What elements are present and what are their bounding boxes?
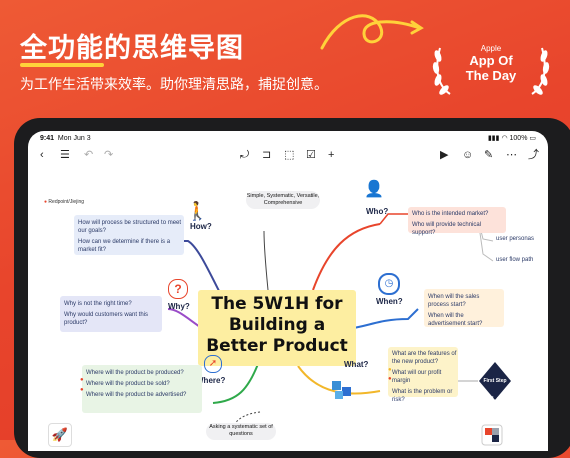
cellular-icon: ▮▮▮ [487,135,500,142]
where-box[interactable] [82,365,202,413]
decorative-swirl-icon [320,14,424,50]
promo-title-highlight: 全功能 [20,33,104,64]
central-topic-box[interactable] [198,290,356,366]
how-label[interactable]: How? [190,222,212,231]
question-mark-icon: ? [168,279,188,299]
why-item[interactable]: Why would customers want this product? [64,312,149,326]
where-label[interactable]: Where? [196,376,226,385]
who-item[interactable]: Who will provide technical support? [412,222,482,236]
what-item[interactable]: What are the features of the new product… [392,351,457,365]
battery-icon: ▭ [529,135,536,142]
emoji-icon[interactable]: ☺ [462,149,474,161]
why-box[interactable] [60,296,162,332]
red-dot-icon: ● [388,376,392,382]
when-item[interactable]: When will the sales process start? [428,294,480,308]
what-items: What are the features of the new product… [392,350,458,407]
wifi-icon: ◠ [501,135,508,142]
status-date: Mon Jun 3 [57,135,91,142]
where-item[interactable]: Where will the product be produced? [86,370,184,376]
watermark-text: 蜘蛛头 [470,396,524,416]
who-box[interactable] [408,207,506,233]
what-item[interactable]: What is the problem or risk? [392,389,453,403]
redo-icon[interactable]: ↷ [104,149,114,161]
cubes-icon [332,381,351,399]
bottom-callout[interactable]: Asking a systematic set of questions [206,423,276,440]
what-box[interactable] [388,347,458,397]
where-item[interactable]: Where will the product be advertised? [86,392,187,398]
what-label[interactable]: What? [344,360,369,369]
compass-icon: ➚ [204,355,222,373]
person-icon: 👤 [364,181,384,198]
add-icon[interactable]: + [328,149,335,161]
source-tag: ● Redpoint/Jiejing [44,199,84,205]
connect-icon[interactable]: ⤾ [240,149,250,161]
promo-title: 全功能的思维导图 [20,26,244,65]
hiker-icon: 🚶 [186,201,209,221]
award-brand-label: Apple [480,44,502,53]
when-label[interactable]: When? [376,297,403,306]
promo-title-rest: 的思维导图 [104,33,244,64]
where-item[interactable]: Where will the product be sold? [86,381,170,387]
how-box[interactable] [74,215,184,255]
promo-subtitle: 为工作生活带来效率。助你理清思路，捕捉创意。 [20,77,328,93]
award-line2: The Day [465,68,517,83]
who-items: Who is the intended market? Who will pro… [412,210,506,240]
when-box[interactable] [424,289,504,327]
red-dot-icon: ● [80,377,84,383]
why-label[interactable]: Why? [168,302,190,311]
when-item[interactable]: When will the advertisement start? [428,313,483,327]
share-icon[interactable]: ⤴ [528,149,539,161]
why-items: Why is not the right time? Why would cus… [64,300,160,330]
more-icon[interactable]: ⋯ [506,149,517,161]
yellow-dot-icon: ● [388,367,392,373]
status-bar-left: 9:41 Mon Jun 3 [40,135,91,142]
app-of-the-day-badge: Apple App Of The Day [432,42,550,98]
who-side-flow[interactable]: user flow path [496,257,534,263]
award-line1: App Of [469,53,513,68]
central-topic-line1: The 5W1H for [211,294,343,314]
central-topic-line2: Building a [228,315,326,335]
laurel-left-icon [432,47,451,95]
first-step-diamond-icon [479,362,511,400]
rocket-icon: 🚀 [48,423,72,447]
checkbox-task-icon[interactable]: ☑ [306,149,316,161]
toolbar: ‹ ☰ ↶ ↷ ⤾ ⊐ ⬚ ☑ + ▶ ☺ ✎ ⋯ ⤴ [28,146,548,166]
record-dot-icon: ● [44,199,48,205]
when-items: When will the sales process start? When … [428,293,502,331]
brush-icon[interactable]: ✎ [484,149,494,161]
how-item[interactable]: How will process be structured to meet o… [78,220,182,234]
why-item[interactable]: Why is not the right time? [64,301,132,307]
who-label[interactable]: Who? [366,207,389,216]
central-topic-line3: Better Product [206,336,348,356]
how-item[interactable]: How can we determine if there is a marke… [78,239,171,253]
how-items: How will process be structured to meet o… [78,219,182,257]
undo-icon[interactable]: ↶ [84,149,94,161]
first-step-badge[interactable]: First Step [483,378,507,384]
clock-icon: ◷ [378,273,400,295]
apple-brand: Apple [432,44,550,53]
central-topic[interactable]: The 5W1H for Building a Better Product [198,294,356,357]
what-item[interactable]: What will our profit margin [392,370,442,384]
mind-map-canvas[interactable]: ● Redpoint/Jiejing Simple, Systematic, V… [28,169,548,451]
laurel-right-icon [531,47,550,95]
battery-percent: 100% [509,135,528,142]
who-item[interactable]: Who is the intended market? [412,211,489,217]
status-bar-right: ▮▮▮ ◠ 100% ▭ [488,134,536,142]
puzzle-icon [481,424,503,446]
top-callout[interactable]: Simple, Systematic, Versatile, Comprehen… [246,191,320,209]
relationship-icon[interactable]: ⊐ [262,149,272,161]
where-items: Where will the product be produced? Wher… [86,369,200,402]
boundary-icon[interactable]: ⬚ [284,149,295,161]
ipad-screen: 9:41 Mon Jun 3 ▮▮▮ ◠ 100% ▭ ‹ ☰ ↶ ↷ ⤾ ⊐ … [28,131,548,451]
source-tag-label: Redpoint/Jiejing [48,199,85,205]
outline-list-icon[interactable]: ☰ [60,149,70,161]
red-dot-icon: ● [80,387,84,393]
status-time: 9:41 [40,135,55,142]
play-icon[interactable]: ▶ [440,149,449,161]
back-icon[interactable]: ‹ [40,149,44,161]
who-side-personas[interactable]: user personas [496,236,535,242]
